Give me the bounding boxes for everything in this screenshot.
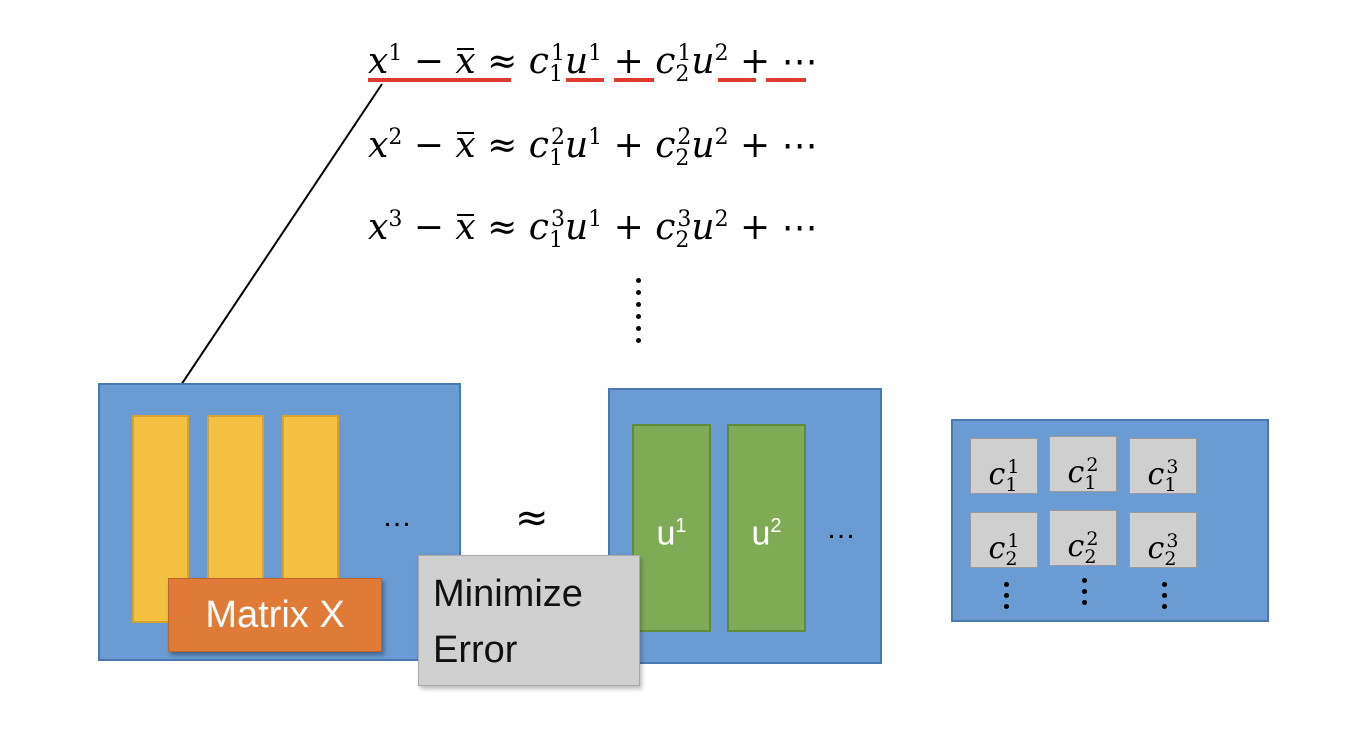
underline-x1-minus-xbar xyxy=(368,78,511,82)
more-equations-dots xyxy=(630,278,646,348)
coef-c2-1: c21 xyxy=(970,512,1038,570)
components-ellipsis: … xyxy=(826,512,856,545)
underline-u2 xyxy=(766,78,806,82)
minimize-error-box: Minimize Error xyxy=(418,555,640,686)
coef-col3-dots xyxy=(1160,582,1168,615)
coef-c1-1: c11 xyxy=(970,438,1038,496)
minimize-error-line1: Minimize xyxy=(433,573,583,615)
underline-c21 xyxy=(718,78,756,82)
coef-col1-dots xyxy=(1002,582,1010,615)
equation-row-3: x3 − x ≈ c13u1 + c23u2 + ⋯ xyxy=(368,207,818,254)
underline-u1 xyxy=(614,78,654,82)
matrix-x-label: Matrix X xyxy=(168,578,382,652)
equation-row-2: x2 − x ≈ c12u1 + c22u2 + ⋯ xyxy=(368,125,818,172)
coef-c2-2: c22 xyxy=(1049,510,1117,568)
component-u1: u1 xyxy=(632,424,711,632)
approx-symbol: ≈ xyxy=(515,495,549,541)
matrix-x-ellipsis: … xyxy=(382,500,412,533)
coef-c2-3: c23 xyxy=(1129,512,1197,570)
underline-c11 xyxy=(566,78,604,82)
coef-c1-2: c12 xyxy=(1049,436,1117,494)
component-u2: u2 xyxy=(727,424,806,632)
coef-c1-3: c13 xyxy=(1129,438,1197,496)
equation-row-1: x1 − x ≈ c11u1 + c21u2 + ⋯ xyxy=(368,41,818,88)
minimize-error-line2: Error xyxy=(433,629,518,671)
coef-col2-dots xyxy=(1080,578,1088,611)
